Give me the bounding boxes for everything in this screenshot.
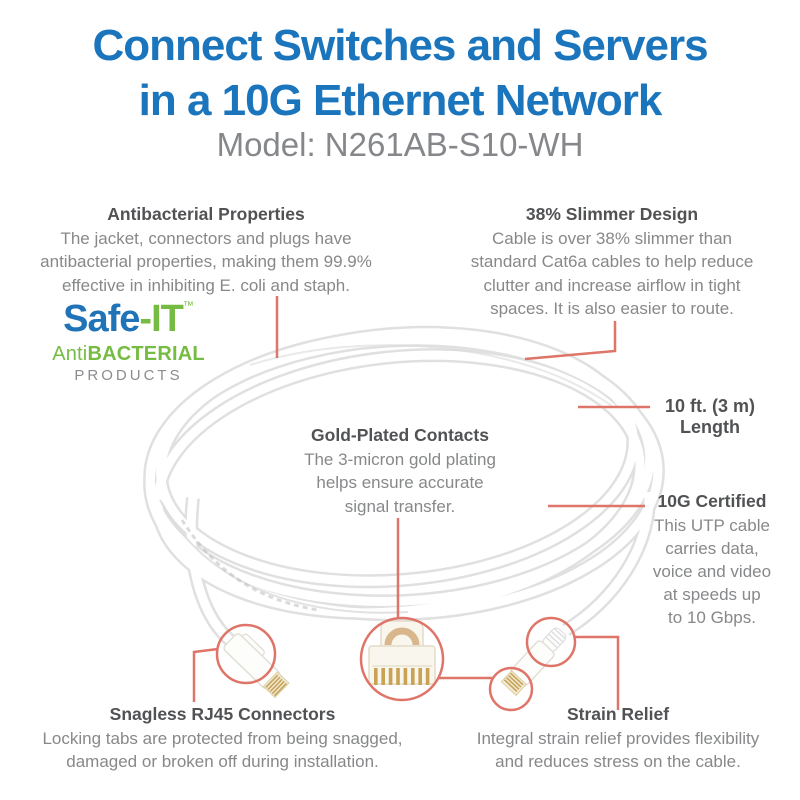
cable-coil-highlight [145,328,663,647]
callout-line-strain [574,635,620,710]
right-connector-gold-pins [503,672,524,693]
feature-slimmer-design: 38% Slimmer Design Cable is over 38% sli… [427,203,797,321]
feature-strain-body: Integral strain relief provides flexibil… [476,728,760,772]
closeup-gold-pins [374,668,430,685]
feature-length-title: 10 ft. (3 m) Length [664,396,756,437]
feature-snagless-body: Locking tabs are protected from being sn… [42,728,403,772]
rj45-connector-closeup [368,620,436,685]
feature-snagless-title: Snagless RJ45 Connectors [109,704,336,724]
feature-strain-relief: Strain Relief Integral strain relief pro… [423,703,800,774]
feature-slimmer-body: Cable is over 38% slimmer than standard … [470,228,754,319]
feature-strain-title: Strain Relief [566,704,670,724]
model-number: Model: N261AB-S10-WH [216,126,584,163]
feature-slimmer-title: 38% Slimmer Design [525,204,699,224]
cable-shading [159,344,613,614]
feature-length: 10 ft. (3 m) Length [630,396,790,438]
callout-line-snagless [192,647,219,702]
safe-it-wordmark: Safe-IT™ [46,300,211,338]
callout-circle-connector-tip [488,666,534,712]
feature-gold-contacts: Gold-Plated Contacts The 3-micron gold p… [290,424,510,518]
callout-circle-snagless-connector [215,623,277,685]
feature-snagless-connectors: Snagless RJ45 Connectors Locking tabs ar… [15,703,430,774]
feature-certified-body: This UTP cable carries data, voice and v… [652,515,772,627]
feature-antibacterial-title: Antibacterial Properties [107,204,305,224]
safe-it-logo: Safe-IT™ AntiBACTERIAL PRODUCTS [46,300,211,383]
left-connector-gold-pins [265,674,287,697]
logo-antibacterial-line: AntiBACTERIAL [46,344,211,364]
callout-circle-gold-contacts [359,616,445,702]
left-rj45-connector [223,633,290,699]
right-rj45-connector [500,627,567,697]
logo-products-text: PRODUCTS [74,367,183,384]
feature-antibacterial: Antibacterial Properties The jacket, con… [16,203,396,297]
logo-trademark: ™ [182,300,194,312]
feature-gold-body: The 3-micron gold plating helps ensure a… [304,449,496,516]
feature-certified-title: 10G Certified [657,491,767,511]
feature-antibacterial-body: The jacket, connectors and plugs have an… [40,228,372,295]
logo-it-text: -IT [139,298,183,340]
logo-anti-text: Anti [52,343,88,365]
logo-safe-text: Safe [63,298,140,340]
logo-bacterial-text: BACTERIAL [87,343,205,365]
callout-line-slimmer [524,321,617,361]
callout-circle-strain-relief [525,616,577,668]
page-title: Connect Switches and Servers in a 10G Et… [92,21,708,125]
feature-gold-title: Gold-Plated Contacts [311,425,489,445]
feature-10g-certified: 10G Certified This UTP cable carries dat… [632,490,792,629]
latch-arch [384,627,420,646]
cable-print-marks [180,519,319,612]
